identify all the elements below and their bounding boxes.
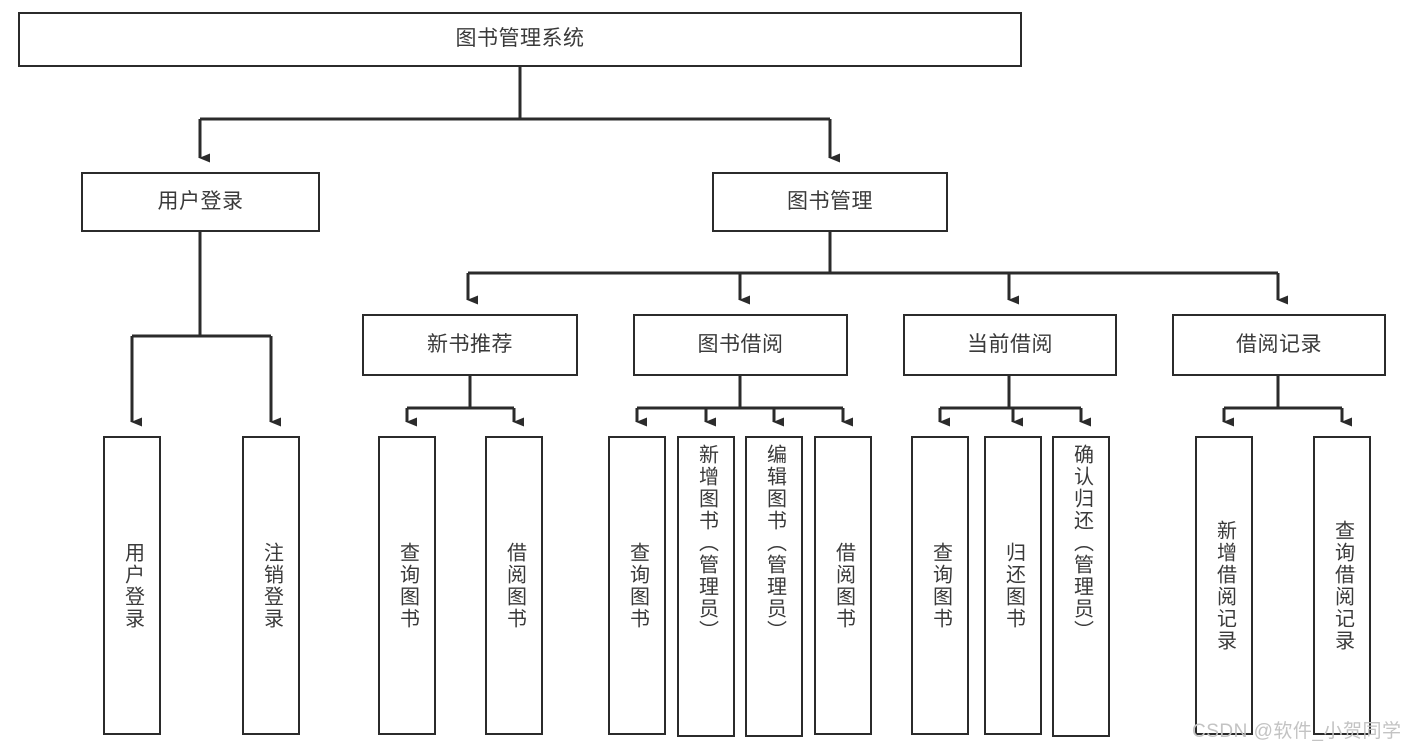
node-leaf-edit-book-admin[interactable]: 编辑图书（管理员） <box>745 436 803 737</box>
node-root-system[interactable]: 图书管理系统 <box>18 12 1022 67</box>
node-label-new-book-recommend: 新书推荐 <box>427 332 513 356</box>
node-label-book-borrow: 图书借阅 <box>697 332 784 356</box>
node-leaf-user-login[interactable]: 用户登录 <box>103 436 161 735</box>
node-leaf-return-book[interactable]: 归还图书 <box>984 436 1042 735</box>
node-label-current-borrow: 当前借阅 <box>967 332 1053 356</box>
node-label-leaf-edit-book-admin: 编辑图书（管理员） <box>763 444 786 642</box>
node-leaf-query-borrow-record[interactable]: 查询借阅记录 <box>1313 436 1371 735</box>
node-label-user-login: 用户登录 <box>157 189 244 213</box>
node-label-leaf-query-book-3: 查询图书 <box>929 541 952 630</box>
node-label-leaf-add-book-admin: 新增图书（管理员） <box>695 444 718 642</box>
root-to-level2-connectors <box>198 67 840 163</box>
node-label-root: 图书管理系统 <box>455 27 585 51</box>
node-label-borrow-record: 借阅记录 <box>1236 332 1322 356</box>
node-label-leaf-borrow-book-1: 借阅图书 <box>503 541 526 630</box>
node-book-management[interactable]: 图书管理 <box>712 172 948 232</box>
node-leaf-add-borrow-record[interactable]: 新增借阅记录 <box>1195 436 1253 735</box>
book-management-to-level3-connectors <box>466 232 1288 305</box>
node-borrow-record[interactable]: 借阅记录 <box>1172 314 1386 376</box>
node-label-leaf-user-logout: 注销登录 <box>260 541 283 630</box>
node-leaf-add-book-admin[interactable]: 新增图书（管理员） <box>677 436 735 737</box>
node-leaf-query-book-2[interactable]: 查询图书 <box>608 436 666 735</box>
node-book-borrow[interactable]: 图书借阅 <box>633 314 848 376</box>
user-login-to-leaves-connectors <box>130 232 281 427</box>
node-label-leaf-query-borrow-record: 查询借阅记录 <box>1331 519 1354 652</box>
new-book-recommend-to-leaves-connectors <box>405 376 524 427</box>
node-new-book-recommend[interactable]: 新书推荐 <box>362 314 578 376</box>
node-label-leaf-confirm-return-admin: 确认归还（管理员） <box>1070 444 1093 642</box>
node-label-leaf-query-book-1: 查询图书 <box>396 541 419 630</box>
node-leaf-confirm-return-admin[interactable]: 确认归还（管理员） <box>1052 436 1110 737</box>
node-current-borrow[interactable]: 当前借阅 <box>903 314 1117 376</box>
node-label-leaf-query-book-2: 查询图书 <box>626 541 649 630</box>
node-label-leaf-add-borrow-record: 新增借阅记录 <box>1213 519 1236 652</box>
node-leaf-borrow-book-2[interactable]: 借阅图书 <box>814 436 872 735</box>
borrow-record-to-leaves-connectors <box>1222 376 1352 427</box>
node-label-leaf-return-book: 归还图书 <box>1002 541 1025 630</box>
node-label-leaf-borrow-book-2: 借阅图书 <box>832 541 855 630</box>
node-user-login[interactable]: 用户登录 <box>81 172 320 232</box>
book-borrow-to-leaves-connectors <box>635 376 853 427</box>
node-label-leaf-user-login: 用户登录 <box>121 541 144 630</box>
node-leaf-query-book-1[interactable]: 查询图书 <box>378 436 436 735</box>
node-leaf-query-book-3[interactable]: 查询图书 <box>911 436 969 735</box>
node-label-book-management: 图书管理 <box>787 189 873 213</box>
node-leaf-borrow-book-1[interactable]: 借阅图书 <box>485 436 543 735</box>
current-borrow-to-leaves-connectors <box>938 376 1091 427</box>
node-leaf-user-logout[interactable]: 注销登录 <box>242 436 300 735</box>
